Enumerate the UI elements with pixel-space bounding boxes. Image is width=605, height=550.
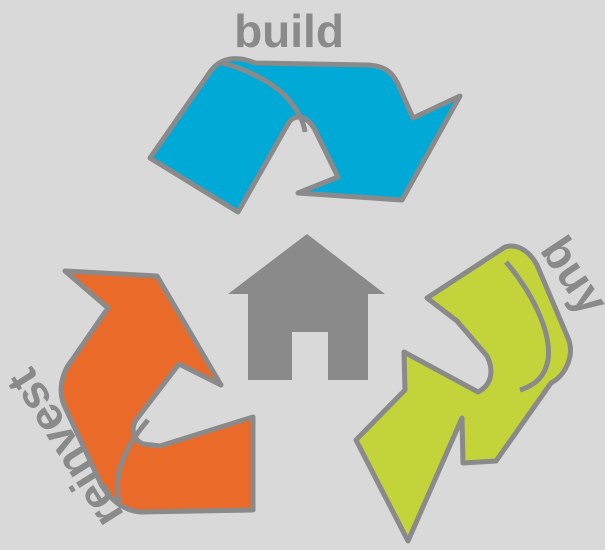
build-label: build — [234, 5, 344, 57]
reinvest-arrow-fold — [114, 418, 150, 506]
house-icon-shape — [228, 234, 385, 380]
build-arrow-shape — [147, 56, 463, 215]
build-arrow — [147, 56, 463, 215]
reinvest-arrow — [58, 268, 256, 515]
buy-arrow-fold — [504, 260, 551, 393]
buy-arrow-shape — [353, 243, 573, 544]
house-icon — [228, 234, 385, 380]
build-arrow-fold — [221, 60, 308, 133]
buy-arrow — [353, 243, 573, 544]
